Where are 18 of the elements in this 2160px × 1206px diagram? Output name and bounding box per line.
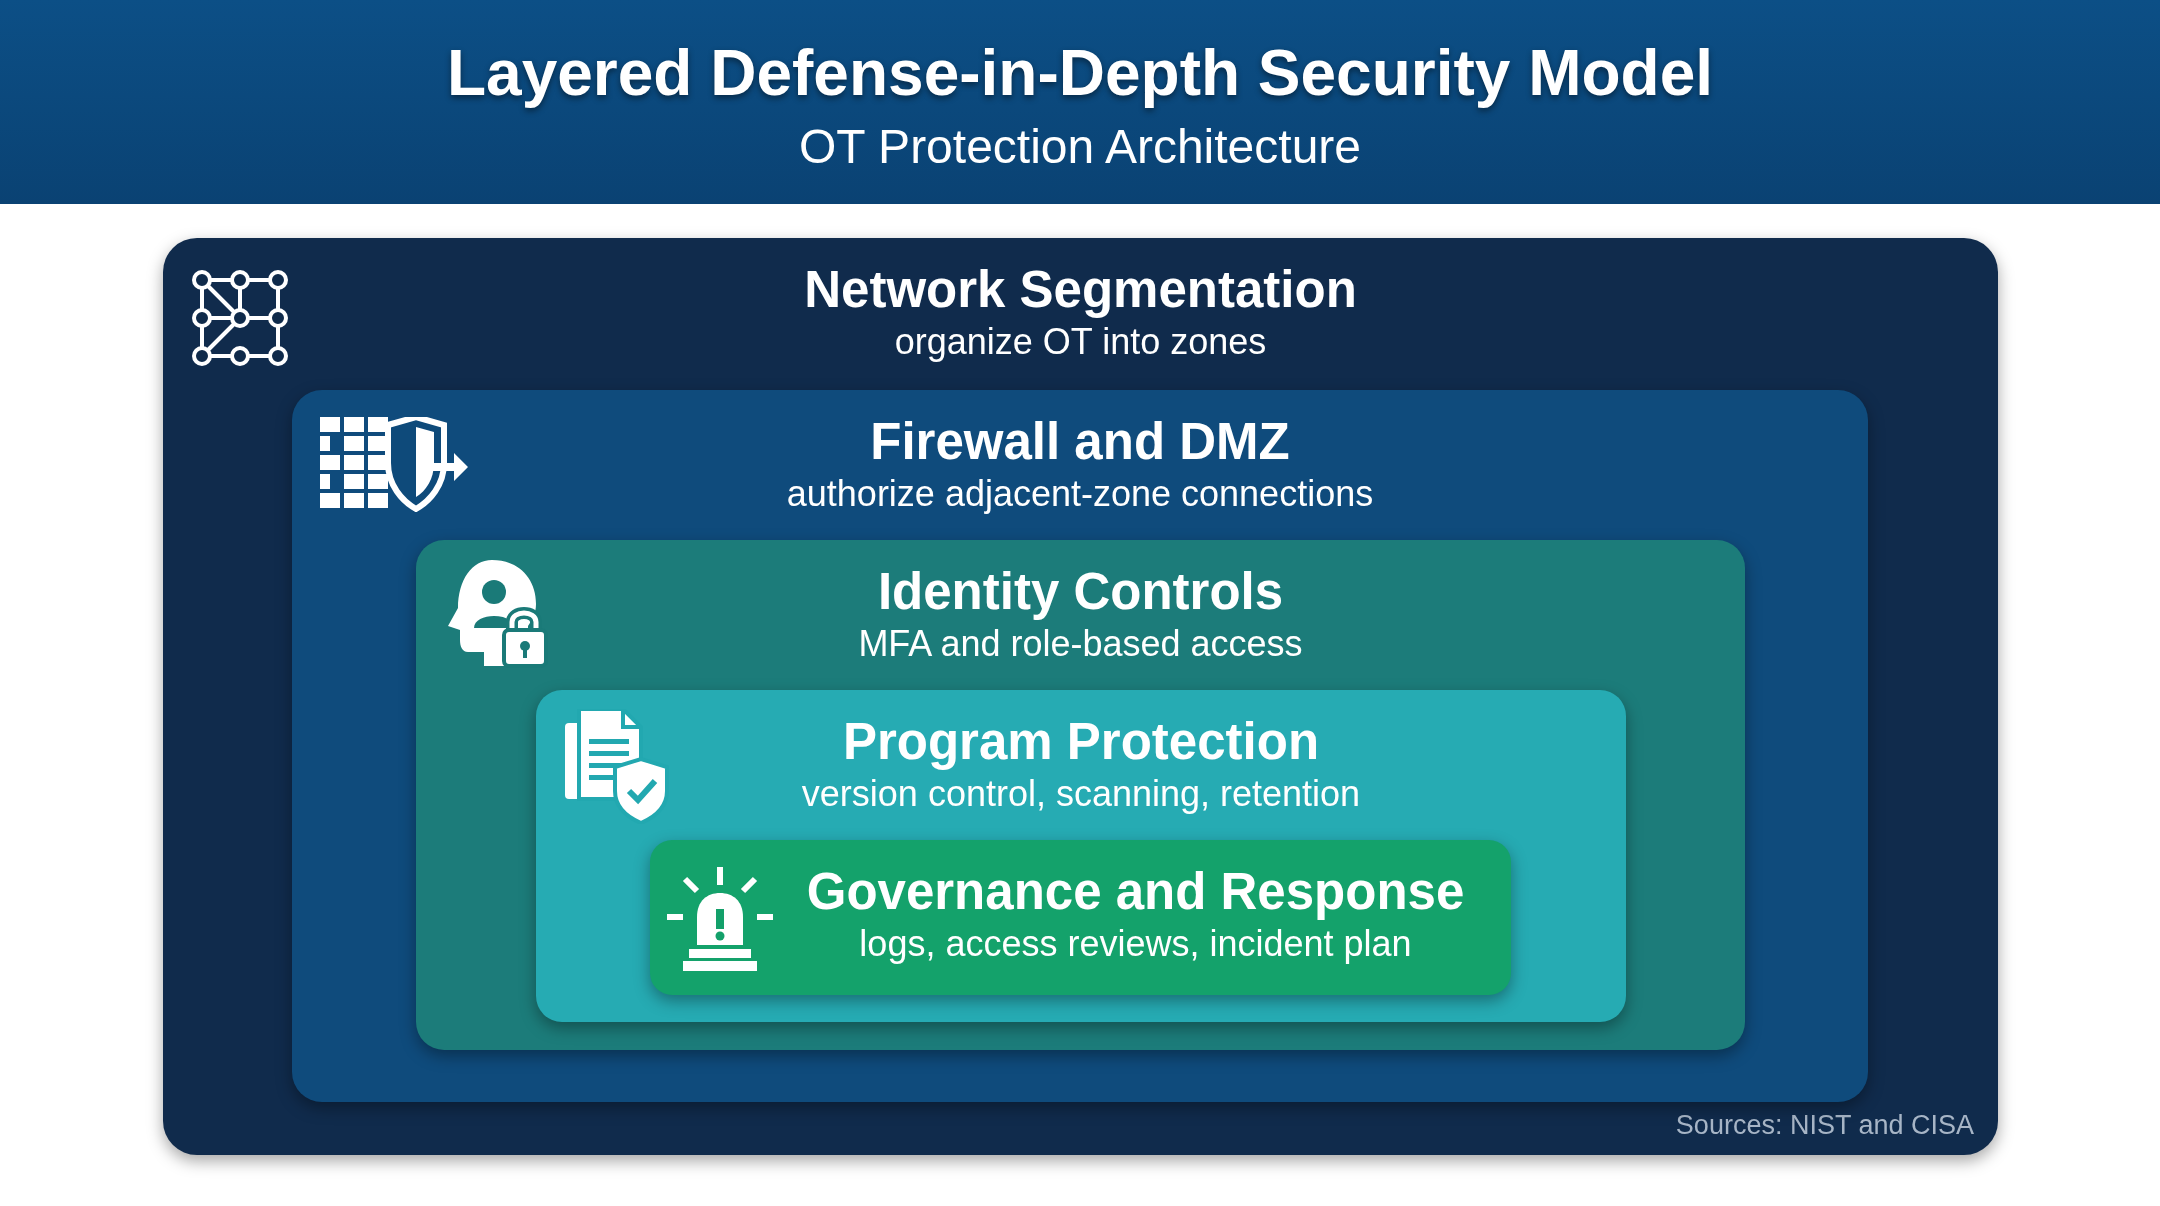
layer-description: logs, access reviews, incident plan <box>859 922 1412 966</box>
layer-panel <box>163 238 1998 1155</box>
subtitle: OT Protection Architecture <box>798 119 1362 175</box>
layer-description: version control, scanning, retention <box>801 772 1361 816</box>
layer-description: MFA and role-based access <box>858 622 1303 666</box>
source-note: Sources: NIST and CISA <box>1675 1109 1974 1141</box>
layer-heading: Program Protection <box>842 712 1320 772</box>
layer-panel <box>536 690 1626 1022</box>
layer-description: authorize adjacent-zone connections <box>786 472 1374 516</box>
layer-heading: Firewall and DMZ <box>870 412 1290 472</box>
title: Layered Defense-in-Depth Security Model <box>445 36 1715 111</box>
layer-panel <box>292 390 1868 1102</box>
layer-heading: Governance and Response <box>806 862 1465 922</box>
layer-panel <box>416 540 1745 1050</box>
layer-heading: Identity Controls <box>877 562 1284 622</box>
layer-description: organize OT into zones <box>894 320 1267 364</box>
layer-panel <box>650 840 1511 995</box>
layer-heading: Network Segmentation <box>804 260 1357 320</box>
